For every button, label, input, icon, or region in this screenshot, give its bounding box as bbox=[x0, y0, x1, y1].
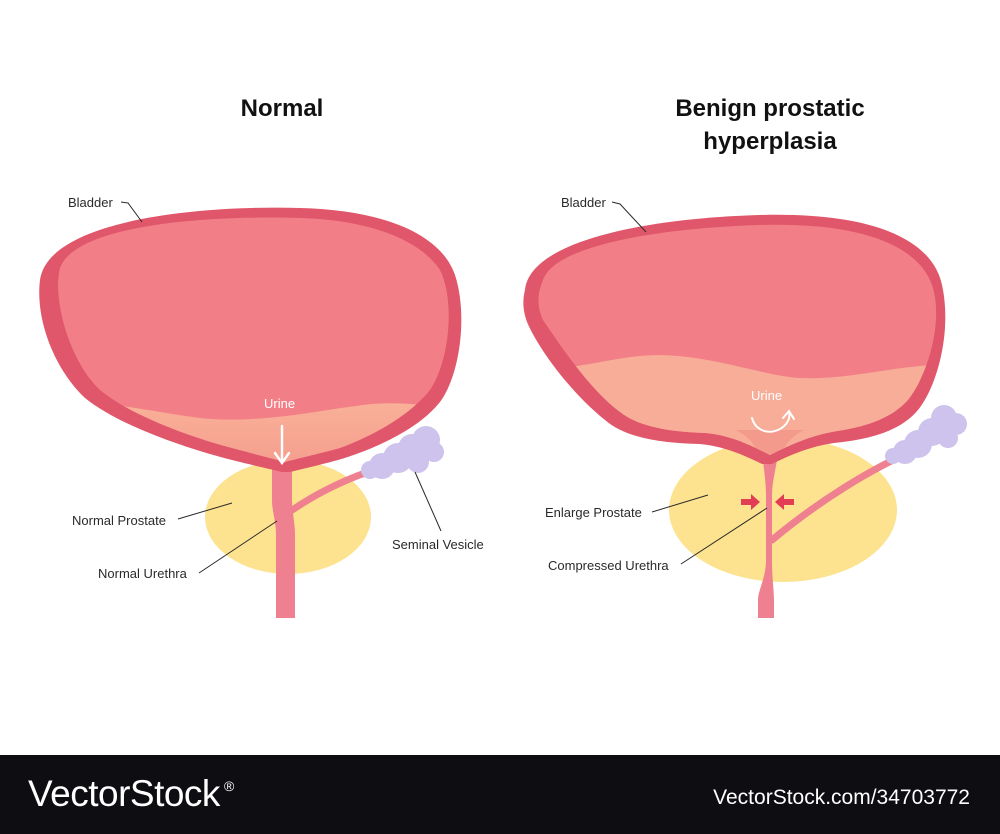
leader-seminal-vesicle bbox=[414, 471, 442, 532]
label-seminal-vesicle: Seminal Vesicle bbox=[392, 537, 484, 552]
watermark-footer: VectorStock® VectorStock.com/34703772 bbox=[0, 755, 1000, 834]
label-enlarge-prostate: Enlarge Prostate bbox=[545, 505, 642, 520]
bph-prostate bbox=[669, 438, 897, 582]
leader-normal-urethra bbox=[198, 520, 278, 574]
normal-seminal-vesicle bbox=[361, 426, 444, 479]
label-bph-bladder: Bladder bbox=[561, 195, 606, 210]
title-bph: Benign prostatic hyperplasia bbox=[675, 95, 865, 155]
normal-diagram bbox=[39, 201, 462, 618]
leader-normal-prostate bbox=[177, 502, 233, 520]
bph-diagram bbox=[523, 201, 967, 618]
registered-mark: ® bbox=[223, 778, 234, 794]
bph-urine-reflux-arrow bbox=[751, 409, 795, 433]
label-normal-bladder: Bladder bbox=[68, 195, 113, 210]
normal-leader-lines bbox=[120, 201, 442, 574]
compression-arrow-right bbox=[775, 494, 794, 510]
bph-urethra bbox=[758, 452, 778, 618]
vectorstock-logo: VectorStock® bbox=[28, 773, 234, 815]
leader-enlarge-prostate bbox=[651, 494, 709, 513]
normal-urine-flow-arrow bbox=[273, 424, 291, 466]
leader-normal-bladder bbox=[120, 201, 143, 223]
title-normal: Normal bbox=[240, 95, 324, 122]
compression-arrow-left bbox=[741, 494, 760, 510]
bph-leader-lines bbox=[611, 201, 768, 565]
bph-seminal-vesicle bbox=[885, 405, 967, 464]
bph-urine-neck bbox=[735, 430, 805, 455]
stock-image-id: VectorStock.com/34703772 bbox=[713, 786, 970, 809]
leader-bph-bladder bbox=[611, 201, 647, 233]
normal-urethra bbox=[272, 456, 295, 618]
bph-compression-arrows bbox=[741, 494, 794, 510]
leader-compressed-urethra bbox=[680, 507, 768, 565]
diagram-stage: Normal Benign prostatic hyperplasia Blad… bbox=[39, 95, 967, 618]
label-bph-urine: Urine bbox=[751, 388, 783, 403]
brand-name: VectorStock bbox=[28, 773, 220, 814]
label-normal-urethra: Normal Urethra bbox=[98, 566, 187, 581]
label-normal-prostate: Normal Prostate bbox=[72, 513, 166, 528]
label-normal-urine: Urine bbox=[264, 396, 296, 411]
label-compressed-urethra: Compressed Urethra bbox=[548, 558, 669, 573]
diagram-artwork bbox=[39, 201, 967, 618]
